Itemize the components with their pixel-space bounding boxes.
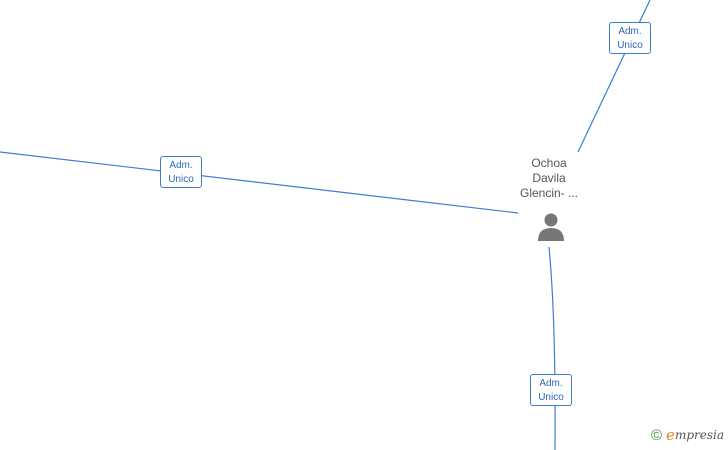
person-icon[interactable] — [536, 211, 566, 241]
node-name[interactable]: Ochoa Davila Glencin- ... — [505, 156, 593, 201]
edge-label-top-right[interactable]: Adm. Unico — [609, 22, 651, 54]
edge-label-line1: Adm. — [169, 160, 193, 171]
node-name-line1: Ochoa — [531, 156, 567, 170]
brand-logo-text: mpresia — [674, 428, 724, 442]
edge-label-line1: Adm. — [618, 26, 642, 37]
copyright-icon: © — [650, 426, 663, 444]
edge-bottom — [548, 246, 556, 450]
node-name-line3: Glencin- ... — [519, 186, 579, 200]
brand-logo-initial: e — [666, 426, 675, 444]
edge-left — [0, 151, 519, 214]
edge-label-left[interactable]: Adm. Unico — [160, 156, 202, 188]
brand-watermark: © e mpresia — [651, 426, 724, 444]
node-name-line2: Davila — [532, 171, 566, 185]
edge-label-line2: Unico — [617, 40, 643, 51]
edge-label-line2: Unico — [538, 392, 564, 403]
edge-label-line2: Unico — [168, 174, 194, 185]
edge-label-bottom[interactable]: Adm. Unico — [530, 374, 572, 406]
edge-label-line1: Adm. — [539, 378, 563, 389]
